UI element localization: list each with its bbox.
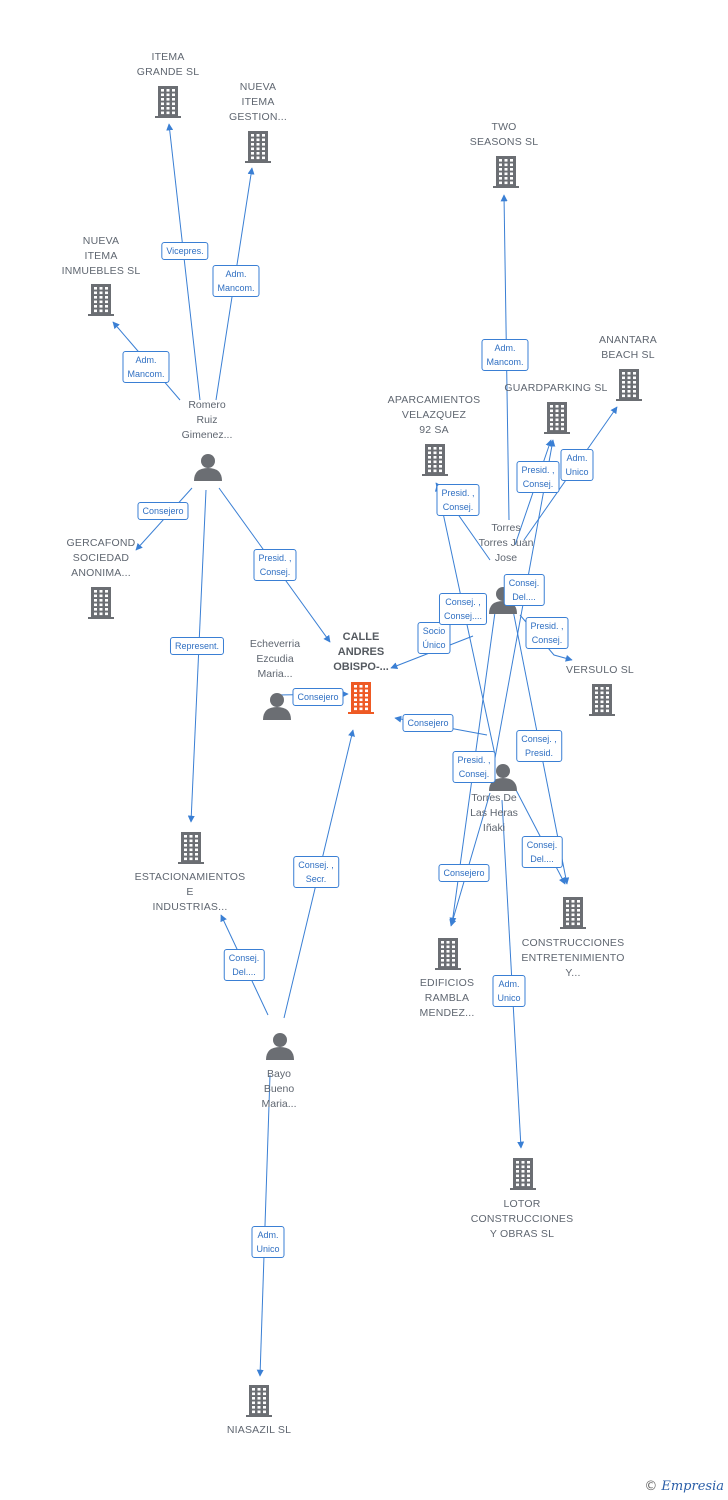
person-icon [489,764,517,791]
edge-label-e9[interactable]: Consej. , Secr. [293,856,339,888]
building-icon [246,1385,272,1417]
edge-line-e6 [187,489,207,823]
node-label-echeverria[interactable]: Echeverria Ezcudia Maria... [249,638,301,680]
footer-brand: ©Empresia [644,1478,724,1494]
edge-line-e1 [166,123,201,401]
edge-label-e13[interactable]: Presid. , Consej. [516,461,560,493]
edge-label-e7[interactable]: Consejero [292,688,344,706]
edge-label-e19[interactable]: Consejero [402,714,454,732]
node-label-construcciones-ent[interactable]: CONSTRUCCIONES ENTRETENIMIENTO Y... [521,937,625,979]
edge-label-e23[interactable]: Consejero [438,864,490,882]
building-icon [88,284,114,316]
building-icon [245,131,271,163]
node-label-nueva-itema-gestion[interactable]: NUEVA ITEMA GESTION... [228,81,287,123]
building-icon [510,1158,536,1190]
building-icon [348,682,374,714]
edge-label-e20[interactable]: Presid. , Consej. [452,751,496,783]
edge-label-e10[interactable]: Adm. Unico [251,1226,285,1258]
edge-label-e6[interactable]: Represent. [169,637,225,655]
edge-line-e10 [256,1074,271,1377]
edge-label-e16[interactable]: Consej. , Consej.... [438,593,488,625]
building-icon [155,86,181,118]
node-label-estacionamientos[interactable]: ESTACIONAMIENTOS E INDUSTRIAS... [134,871,246,913]
node-label-torres-juan[interactable]: Torres Torres Juan Jose [478,522,534,564]
node-label-versulo[interactable]: VERSULO SL [566,664,634,676]
building-icon [589,684,615,716]
edge-line-e23 [449,792,491,927]
building-icon [616,369,642,401]
edge-label-e3[interactable]: Adm. Mancom. [122,351,170,383]
building-icon [88,587,114,619]
person-icon [194,454,222,481]
building-icon [435,938,461,970]
node-label-bayo[interactable]: Bayo Bueno Maria... [261,1068,297,1110]
edge-label-e15[interactable]: Socio Único [417,622,451,654]
building-icon [560,897,586,929]
node-label-nueva-itema-inmuebles[interactable]: NUEVA ITEMA INMUEBLES SL [61,235,141,277]
node-label-gercafond[interactable]: GERCAFOND SOCIEDAD ANONIMA... [66,537,136,579]
node-label-torres-heras[interactable]: Torres De Las Heras Iñaki [470,792,518,834]
edge-label-e17[interactable]: Consej. Del.... [503,574,545,606]
node-label-calle-andres[interactable]: CALLE ANDRES OBISPO-... [333,631,389,673]
edge-label-e12[interactable]: Adm. Unico [560,449,594,481]
node-label-anantara[interactable]: ANANTARA BEACH SL [599,334,657,361]
copyright-symbol: © [644,1479,658,1494]
node-label-two-seasons[interactable]: TWO SEASONS SL [469,121,539,148]
edge-label-e22[interactable]: Consej. Del.... [521,836,563,868]
node-label-aparcamientos[interactable]: APARCAMIENTOS VELAZQUEZ 92 SA [387,394,481,436]
brand-name: Empresia [661,1479,724,1494]
edge-label-e5[interactable]: Presid. , Consej. [253,549,297,581]
person-icon [263,693,291,720]
person-icon [266,1033,294,1060]
edge-label-e2[interactable]: Adm. Mancom. [212,265,260,297]
edge-label-e24[interactable]: Adm. Unico [492,975,526,1007]
building-icon [493,156,519,188]
building-icon [422,444,448,476]
edge-label-e18[interactable]: Presid. , Consej. [525,617,569,649]
building-icon [178,832,204,864]
edge-label-e21[interactable]: Consej. , Presid. [516,730,562,762]
building-icon [544,402,570,434]
edge-line-e24 [501,799,525,1149]
edge-label-e1[interactable]: Vicepres. [161,242,209,260]
node-label-itema-grande[interactable]: ITEMA GRANDE SL [136,51,200,78]
node-label-edificios[interactable]: EDIFICIOS RAMBLA MENDEZ... [419,977,475,1019]
node-label-niasazil[interactable]: NIASAZIL SL [226,1424,292,1436]
edge-label-e14[interactable]: Presid. , Consej. [436,484,480,516]
node-label-romero[interactable]: Romero Ruiz Gimenez... [181,399,233,441]
node-label-guardparking[interactable]: GUARDPARKING SL [504,382,608,394]
node-label-lotor[interactable]: LOTOR CONSTRUCCIONES Y OBRAS SL [470,1198,574,1240]
edge-label-e4[interactable]: Consejero [137,502,189,520]
edge-label-e8[interactable]: Consej. Del.... [223,949,265,981]
edge-label-e11[interactable]: Adm. Mancom. [481,339,529,371]
